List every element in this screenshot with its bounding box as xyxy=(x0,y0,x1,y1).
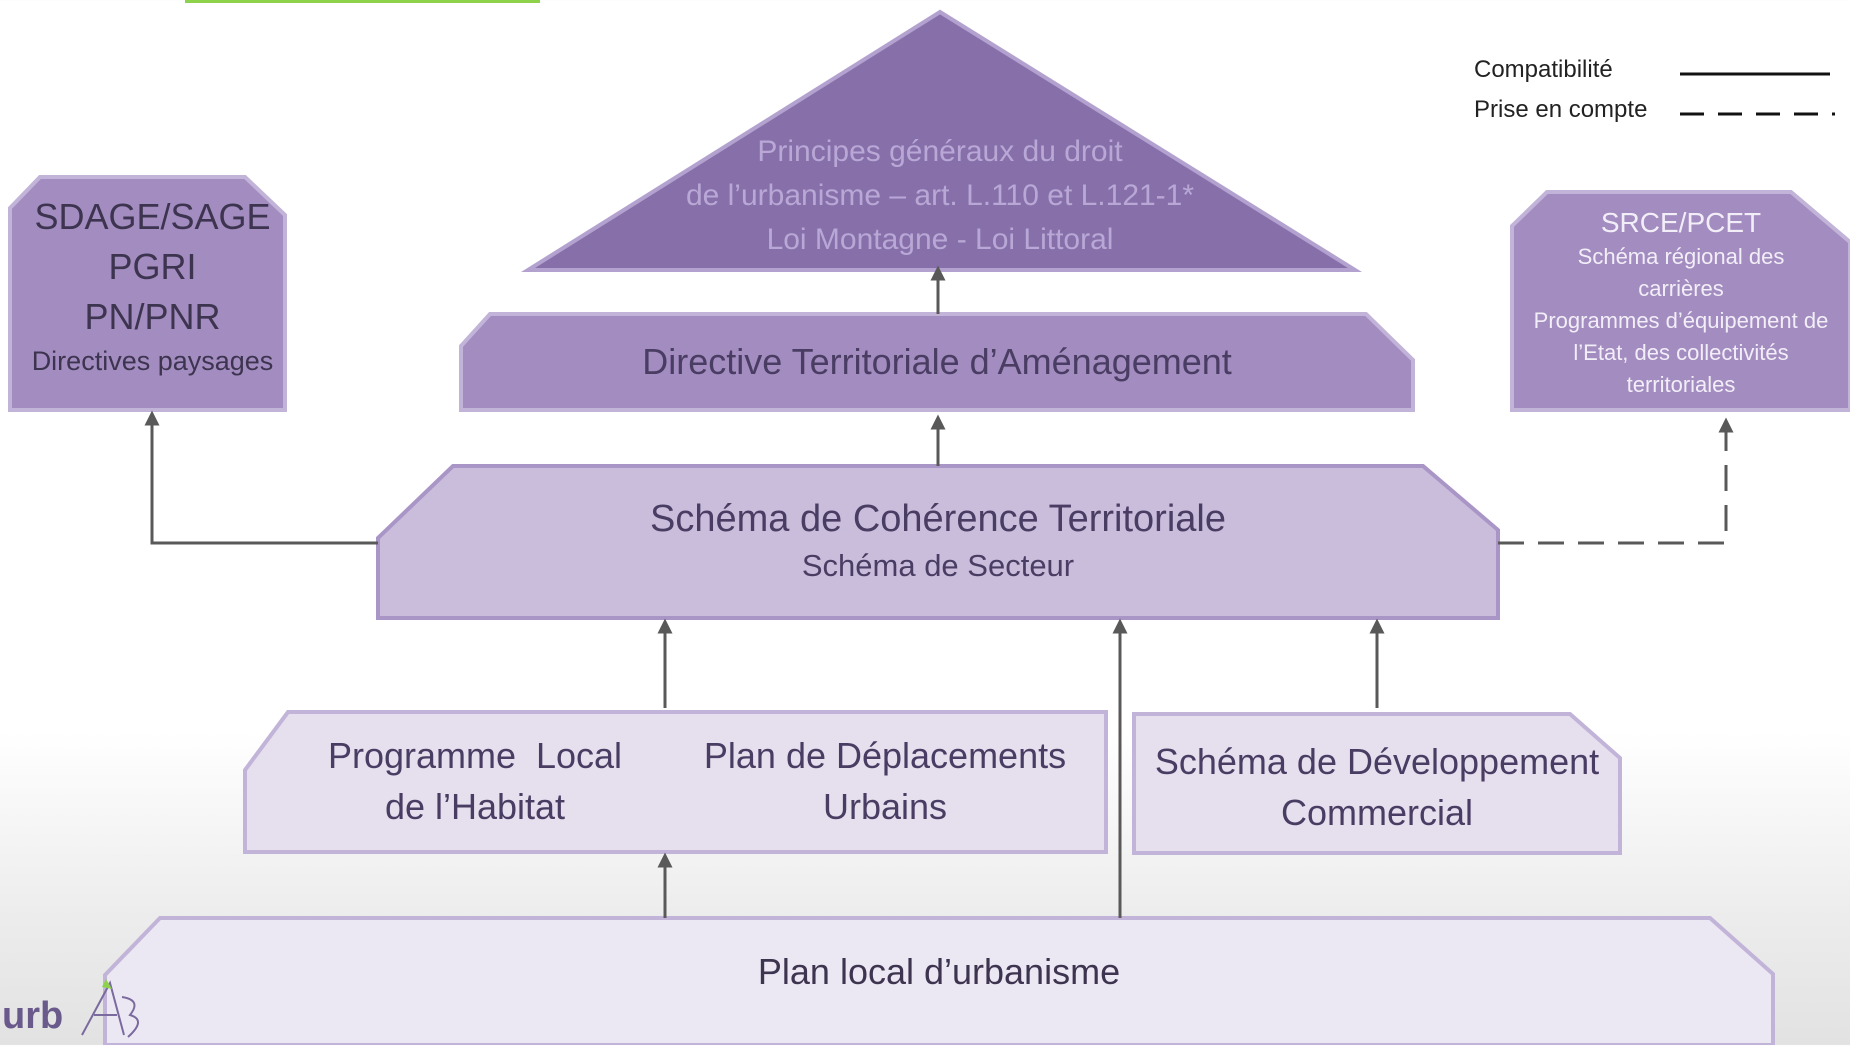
sdc-line2: Commercial xyxy=(1280,792,1474,833)
principes-line1: Principes généraux du droit xyxy=(757,135,1123,168)
pdu-line1: Plan de Déplacements xyxy=(703,735,1067,776)
srce-line4: Programmes d’équipement de xyxy=(1533,308,1829,333)
legend-prise-label: Prise en compte xyxy=(1474,96,1648,123)
plh-pdu-box xyxy=(243,710,1108,854)
srce-line5: l’Etat, des collectivités xyxy=(1573,340,1789,365)
sdc-box xyxy=(1132,712,1622,855)
urba-logo: urb xyxy=(2,975,152,1045)
sdage-line4: Directives paysages xyxy=(31,346,274,376)
plh-line2: de l’Habitat xyxy=(384,786,566,827)
arrow-scot-to-srce xyxy=(1498,417,1734,545)
scot-box xyxy=(376,464,1500,620)
sdc-label: Schéma de Développement Commercial xyxy=(1134,736,1620,838)
dta-box xyxy=(459,312,1415,412)
plu-box xyxy=(103,916,1775,1045)
logo-text: urb xyxy=(2,995,64,1037)
sdage-label: SDAGE/SAGE PGRI PN/PNR Directives paysag… xyxy=(10,192,295,380)
plh-label: Programme Local de l’Habitat xyxy=(290,730,660,832)
srce-line2: Schéma régional des xyxy=(1577,244,1785,269)
sdage-line2: PGRI xyxy=(108,246,197,287)
accent-bar xyxy=(185,0,540,3)
srce-line1: SRCE/PCET xyxy=(1600,207,1762,238)
principes-label: Principes généraux du droit de l’urbanis… xyxy=(590,130,1290,262)
principes-line2: de l’urbanisme – art. L.110 et L.121-1* xyxy=(685,179,1195,212)
srce-line3: carrières xyxy=(1638,276,1724,301)
srce-box xyxy=(1510,190,1850,412)
sdc-line1: Schéma de Développement xyxy=(1154,741,1600,782)
srce-line6: territoriales xyxy=(1626,372,1736,397)
arrow-scot-to-sdage xyxy=(144,410,378,545)
sdage-line1: SDAGE/SAGE xyxy=(34,196,271,237)
srce-label: SRCE/PCET Schéma régional des carrières … xyxy=(1512,205,1850,401)
pdu-line2: Urbains xyxy=(822,786,948,827)
logo-mark xyxy=(81,979,139,1038)
plh-line1: Programme Local xyxy=(327,735,623,776)
legend-compat-label: Compatibilité xyxy=(1474,56,1613,83)
scot-line1: Schéma de Cohérence Territoriale xyxy=(650,498,1226,540)
dta-label: Directive Territoriale d’Aménagement xyxy=(642,341,1232,382)
sdage-box xyxy=(8,175,287,412)
scot-line2: Schéma de Secteur xyxy=(801,548,1075,583)
principes-line3: Loi Montagne - Loi Littoral xyxy=(766,223,1114,256)
scot-label: Schéma de Cohérence Territoriale Schéma … xyxy=(378,494,1498,588)
plu-label: Plan local d’urbanisme xyxy=(757,951,1121,992)
sdage-line3: PN/PNR xyxy=(84,296,221,337)
pdu-label: Plan de Déplacements Urbains xyxy=(690,730,1080,832)
